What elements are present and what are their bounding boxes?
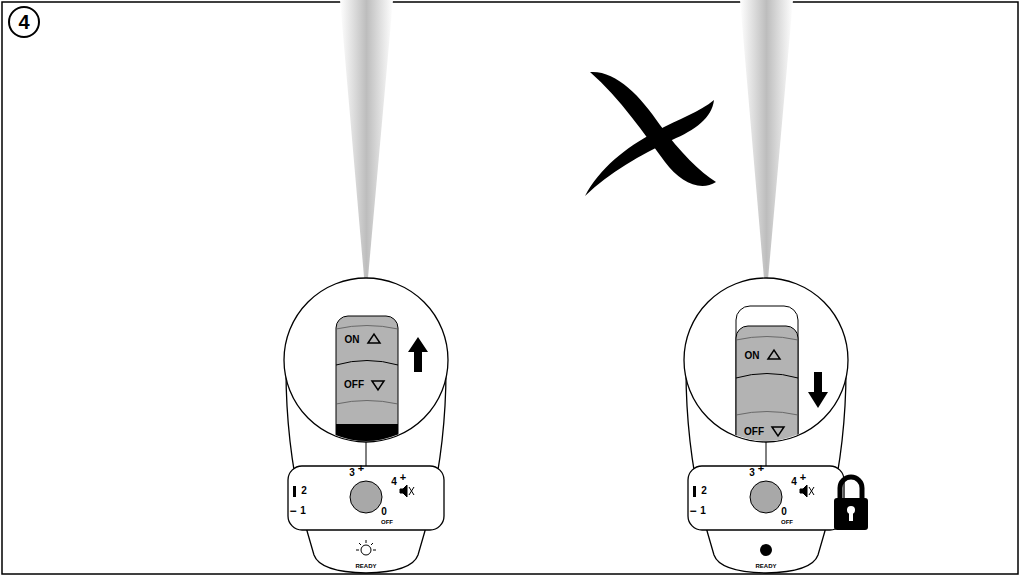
dial-mark: 3: [349, 468, 355, 478]
remote-device: [684, 278, 868, 573]
dial-mark: 4: [391, 477, 397, 487]
dial-mark: 1: [700, 506, 706, 516]
up-arrow: [408, 337, 428, 372]
switch-label: ON: [345, 335, 360, 345]
switch-label: ON: [745, 351, 760, 361]
dial-mark: 0: [381, 507, 387, 517]
dial-mark: 4: [791, 477, 797, 487]
dial-mark: 0: [781, 507, 787, 517]
remote-device: [284, 278, 448, 573]
down-arrow: [808, 372, 828, 408]
status-label: READY: [355, 563, 376, 569]
dial-sign: −: [289, 505, 296, 517]
dial-sign: +: [400, 472, 406, 483]
status-label: READY: [755, 563, 776, 569]
callout-number: 4: [18, 12, 29, 32]
dial-mark: OFF: [781, 519, 793, 525]
dial-mark: 3: [749, 468, 755, 478]
dial-mark: 2: [301, 486, 307, 496]
dial-mark: 2: [701, 486, 707, 496]
dial-mark: 1: [300, 506, 306, 516]
light-beam: [740, 0, 793, 302]
switch-label: OFF: [744, 427, 764, 437]
dial-sign: −: [689, 505, 696, 517]
light-beam: [340, 0, 393, 300]
dial-sign: +: [358, 463, 364, 474]
switch-label: OFF: [344, 380, 364, 390]
dial-sign: +: [800, 472, 806, 483]
dial-mark: OFF: [381, 519, 393, 525]
dial-sign: +: [758, 463, 764, 474]
propeller-symbol: [585, 72, 716, 196]
callout-circle: 4: [8, 6, 40, 38]
lock-icon: [834, 477, 868, 530]
